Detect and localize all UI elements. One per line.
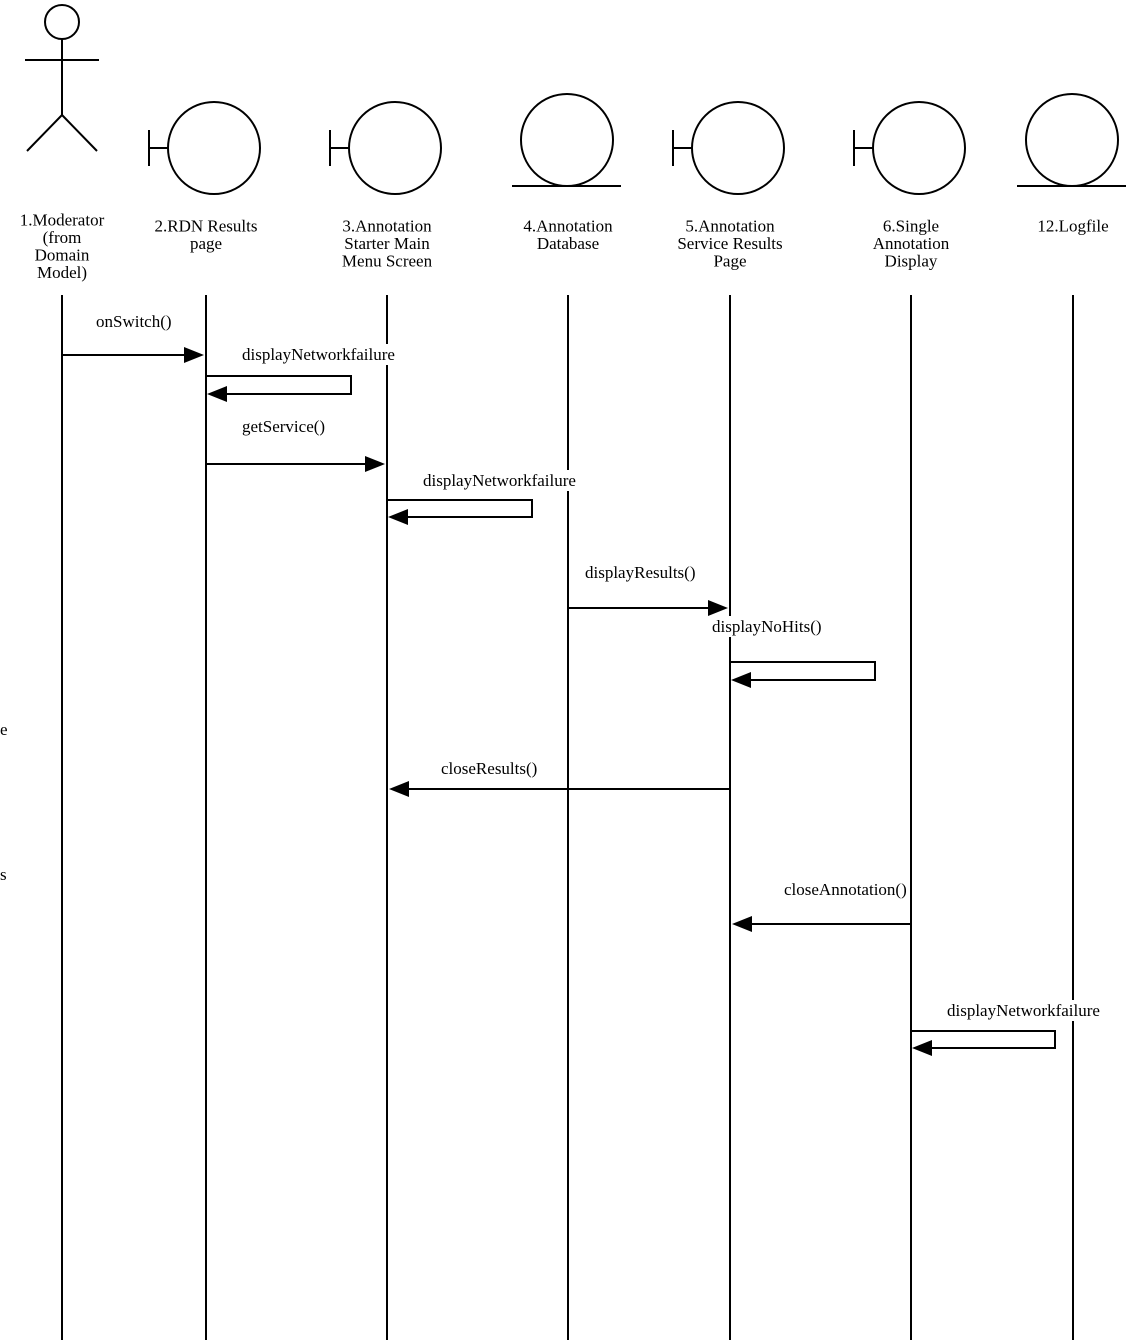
participant-label-line: 1.Moderator xyxy=(20,211,105,230)
margin-fragment: e xyxy=(0,720,8,739)
message-label: closeAnnotation() xyxy=(784,880,907,899)
participant-label-line: Annotation xyxy=(873,234,950,253)
participant-label-line: 3.Annotation xyxy=(342,217,432,236)
message-label: getService() xyxy=(242,417,325,436)
arrow-head xyxy=(732,916,752,932)
message: closeResults() xyxy=(389,758,730,797)
participant-label-line: 2.RDN Results xyxy=(155,217,258,236)
arrow-head xyxy=(389,781,409,797)
arrow-head xyxy=(708,600,728,616)
message-label-backing xyxy=(439,758,540,779)
boundary-icon xyxy=(329,101,442,195)
message-label-backing xyxy=(710,616,824,637)
arrow-head xyxy=(365,456,385,472)
participant-label-line: Display xyxy=(885,252,938,271)
message-label-backing xyxy=(94,311,174,332)
actor-icon xyxy=(25,4,99,152)
participant-label-line: page xyxy=(190,234,222,253)
message-label: displayNetworkfailure xyxy=(423,471,576,490)
participant-label-line: 12.Logfile xyxy=(1037,217,1108,236)
participant-label-line: Menu Screen xyxy=(342,252,433,271)
arrow-head xyxy=(388,509,408,525)
participant-icons xyxy=(25,4,1126,195)
self-call-line xyxy=(730,661,876,681)
message-label-backing xyxy=(240,344,397,365)
arrow-head xyxy=(912,1040,932,1056)
lifelines xyxy=(61,295,1074,1340)
message-label-backing xyxy=(782,879,909,900)
participant-label-line: 6.Single xyxy=(883,217,939,236)
message-label-backing xyxy=(583,562,698,583)
message-label-backing xyxy=(945,1000,1102,1021)
message-label: closeResults() xyxy=(441,759,537,778)
participant-label-line: 4.Annotation xyxy=(523,217,613,236)
participant-label-line: Model) xyxy=(37,263,87,282)
self-call-line xyxy=(206,375,352,395)
self-call-line xyxy=(387,499,533,518)
arrow-head xyxy=(184,347,204,363)
message-label: displayNoHits() xyxy=(712,617,822,636)
participant-label: 12.Logfile xyxy=(1037,217,1108,236)
message: displayNetworkfailure xyxy=(387,470,578,525)
participant-label-line: (from xyxy=(43,228,82,247)
message: displayResults() xyxy=(568,562,728,616)
boundary-icon xyxy=(853,101,966,195)
participant-label-line: 5.Annotation xyxy=(685,217,775,236)
message-label: displayResults() xyxy=(585,563,696,582)
margin-fragments: es xyxy=(0,720,8,884)
messages: onSwitch() displayNetworkfailure getServic… xyxy=(62,311,1102,1056)
entity-icon xyxy=(1017,93,1126,187)
message-label: displayNetworkfailure xyxy=(947,1001,1100,1020)
message: onSwitch() xyxy=(62,311,204,363)
message-label: displayNetworkfailure xyxy=(242,345,395,364)
participant-label-line: Page xyxy=(713,252,746,271)
participant-label-line: Database xyxy=(537,234,599,253)
message: displayNetworkfailure xyxy=(206,344,397,402)
message-label-backing xyxy=(240,416,328,437)
message: displayNetworkfailure xyxy=(911,1000,1102,1056)
message-label: onSwitch() xyxy=(96,312,172,331)
participant-label-line: Starter Main xyxy=(344,234,430,253)
message-label-backing xyxy=(421,470,578,491)
participant-label-line: Service Results xyxy=(677,234,782,253)
self-call-line xyxy=(911,1030,1056,1049)
boundary-icon xyxy=(672,101,785,195)
entity-icon xyxy=(512,93,621,187)
margin-fragment: s xyxy=(0,865,7,884)
participant-label-line: Domain xyxy=(35,246,90,265)
arrow-head xyxy=(731,672,751,688)
arrow-head xyxy=(207,386,227,402)
message: displayNoHits() xyxy=(710,616,876,688)
boundary-icon xyxy=(148,101,261,195)
message: getService() xyxy=(206,416,385,472)
message: closeAnnotation() xyxy=(732,879,911,932)
